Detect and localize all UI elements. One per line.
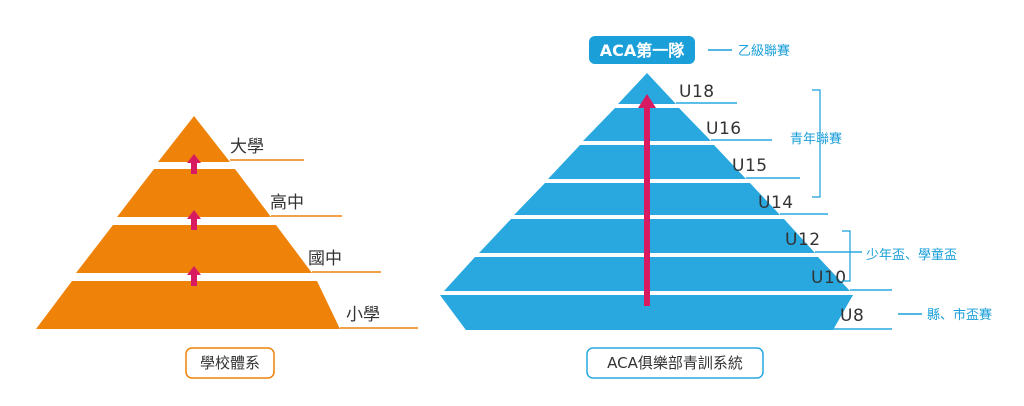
school-tier-1 <box>158 116 230 162</box>
school-tier-2 <box>117 169 271 217</box>
club-level-u15: U15 <box>732 156 768 176</box>
club-top-badge <box>589 36 695 64</box>
club-tier-7-fill <box>440 295 853 330</box>
group-label-youth: 青年聯賽 <box>790 131 842 147</box>
club-arrow-up-icon <box>638 94 656 306</box>
club-tier-1 <box>618 73 676 104</box>
school-tier-3 <box>76 225 312 273</box>
club-level-u12: U12 <box>785 230 821 250</box>
club-pyramid: U18 U16 U15 U14 U12 U10 U8 ACA第一隊 乙級聯賽 青… <box>440 36 992 379</box>
club-top-note: 乙級聯賽 <box>738 43 790 59</box>
group-label-junior: 少年盃、學童盃 <box>866 247 957 263</box>
club-level-u16: U16 <box>706 119 742 139</box>
club-level-u18: U18 <box>679 82 715 102</box>
school-arrow-up-icon-3 <box>187 266 201 286</box>
school-level-4: 小學 <box>346 305 380 325</box>
school-level-1: 大學 <box>230 137 264 157</box>
club-level-u10: U10 <box>811 268 847 288</box>
school-level-2: 高中 <box>270 193 304 213</box>
club-level-u14: U14 <box>758 193 794 213</box>
school-arrow-up-icon-1 <box>187 154 201 174</box>
group-bracket-junior <box>842 230 851 282</box>
school-caption: 學校體系 <box>200 354 260 372</box>
school-caption-box <box>185 347 275 379</box>
school-pyramid: 大學 高中 國中 小學 學校體系 <box>36 116 418 379</box>
club-top-label: ACA第一隊 <box>600 41 686 60</box>
school-tier-4 <box>36 281 340 329</box>
club-caption-box <box>586 347 764 379</box>
group-label-county: 縣、市盃賽 <box>927 307 992 323</box>
club-caption: ACA俱樂部青訓系統 <box>607 354 743 372</box>
school-level-3: 國中 <box>308 249 342 269</box>
club-level-u8: U8 <box>840 306 864 326</box>
group-bracket-youth <box>812 89 821 198</box>
school-arrow-up-icon-2 <box>187 210 201 230</box>
